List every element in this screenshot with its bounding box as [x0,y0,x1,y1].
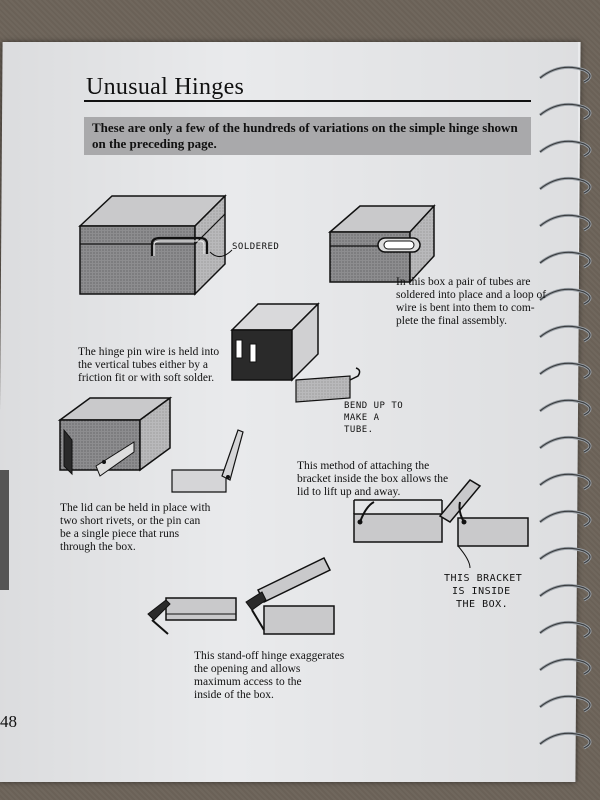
binding-coil-outline [539,140,591,157]
binding-coil-outline [539,510,591,527]
binding-coil-outline [539,621,591,638]
label-bracket-inside: THIS BRACKET IS INSIDE THE BOX. [444,573,523,610]
binding-coil-outline [539,214,591,231]
label-soldered: SOLDERED [232,242,280,252]
title-rule [84,100,531,102]
caption-bracket: This method of attaching the bracket ins… [297,460,449,498]
binding-coil-outline [539,473,591,490]
page-number: 48 [0,712,17,731]
binding-coil-outline [539,288,591,305]
illustration-soldered-box [78,194,233,296]
intro-banner [84,117,531,155]
illustration-standoff-hinge [147,557,335,635]
binding-coil-outline [539,103,591,120]
binding-coil-outline [539,658,591,675]
page-title: Unusual Hinges [86,74,245,100]
label-bend-up: BEND UP TO MAKE A TUBE. [344,401,404,435]
illustration-rivet-box [57,396,244,493]
binding-coil-outline [539,399,591,416]
caption-rivets: The lid can be held in place with two sh… [60,502,211,553]
binding-coil-outline [539,695,591,712]
page-edge-tab [0,470,9,590]
binding-coil-outline [539,66,591,83]
intro-text: These are only a few of the hundreds of … [92,120,518,151]
binding-coil-outline [539,547,591,564]
binding-coil-outline [539,251,591,268]
caption-standoff: This stand-off hinge exaggerates the ope… [194,650,345,701]
binding-coil-outline [539,732,591,749]
illustration-pin-box [230,302,361,403]
illustration-bracket [353,479,529,569]
caption-tubes: In this box a pair of tubes are soldered… [396,276,547,327]
binding-coil-outline [539,177,591,194]
caption-pin: The hinge pin wire is held into the vert… [78,346,220,384]
binding-coil-outline [539,362,591,379]
binding-coil-outline [539,325,591,342]
binding-coil-outline [539,584,591,601]
illustration-tube-box [327,204,436,284]
binding-coil-outline [539,436,591,453]
spiral-binding [539,65,592,750]
